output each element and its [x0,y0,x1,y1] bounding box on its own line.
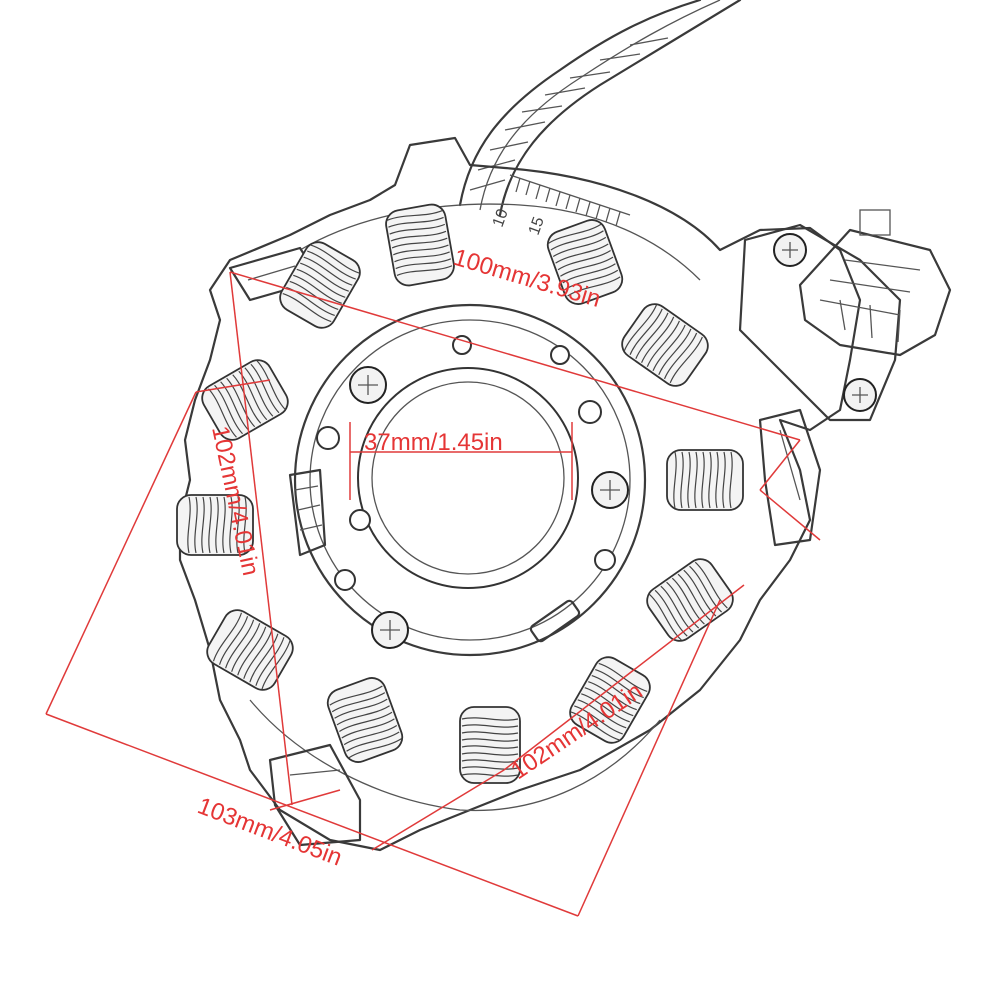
bolt-hole [594,549,616,571]
timing-scale: 10 15 [490,174,631,238]
coil [621,303,709,387]
coil [279,241,361,329]
coil [176,494,254,556]
dimension-label-bottom: 103mm/4.05in [194,792,346,871]
pickup-bracket [738,223,902,422]
center-hub [288,303,647,657]
stator-plate [178,136,862,852]
coil [459,706,521,784]
dimension-line-left [45,391,197,715]
wire-harness [458,0,742,217]
coil [546,219,624,305]
connector [798,209,952,357]
dimension-line-top [229,271,801,441]
dimension-lines [45,271,821,917]
bolt-hole [452,335,472,355]
center-bore [357,367,579,589]
bolt-hole [316,426,340,450]
bolt-hole [550,345,570,365]
dimension-line-bottom [45,713,579,917]
dimension-line-right [503,584,745,771]
coil [326,677,404,763]
scale-label: 10 [490,207,512,230]
coil [385,203,455,287]
bolt-hole [334,569,356,591]
dimension-label-bore: 37mm/1.45in [364,429,503,456]
coil [666,449,744,511]
bolt-hole [578,400,602,424]
bolt-hole [349,509,371,531]
coil-group [176,203,744,784]
scale-label: 15 [526,215,548,238]
coil [569,656,651,744]
